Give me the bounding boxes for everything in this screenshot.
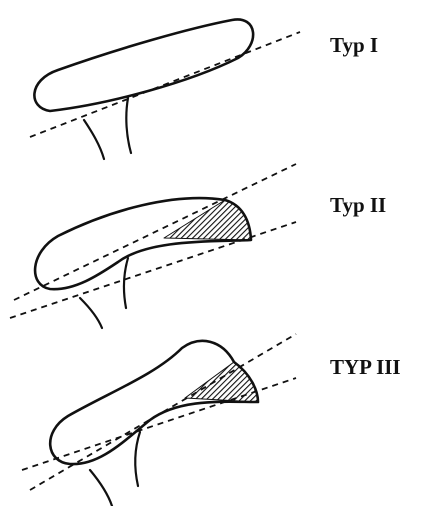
type-3-bone-curve-right (135, 432, 140, 486)
type-2-bone-curve-right (124, 258, 128, 308)
type-3-dashed-line-upper (30, 334, 296, 490)
type-1-acromion-outline (34, 19, 253, 111)
type-3-hatched-region (185, 362, 258, 402)
type-3-label: TYP III (330, 355, 401, 380)
type-1-dashed-line (30, 32, 300, 137)
type-1-bone-curve-right (126, 98, 131, 153)
type-2-label: Typ II (330, 193, 386, 218)
type-1-bone-curve-left (84, 120, 104, 159)
type-3-dashed-line-lower (22, 378, 296, 470)
type-2-dashed-line-lower (10, 222, 296, 318)
type-3-illustration (22, 334, 296, 506)
type-1-label: Typ I (330, 33, 378, 58)
type-3-acromion-outline (50, 341, 258, 464)
type-1-illustration (30, 19, 300, 159)
type-2-illustration (10, 164, 296, 328)
type-2-bone-curve-left (80, 298, 102, 328)
type-2-dashed-line-upper (14, 164, 296, 300)
type-3-bone-curve-left (90, 470, 112, 506)
